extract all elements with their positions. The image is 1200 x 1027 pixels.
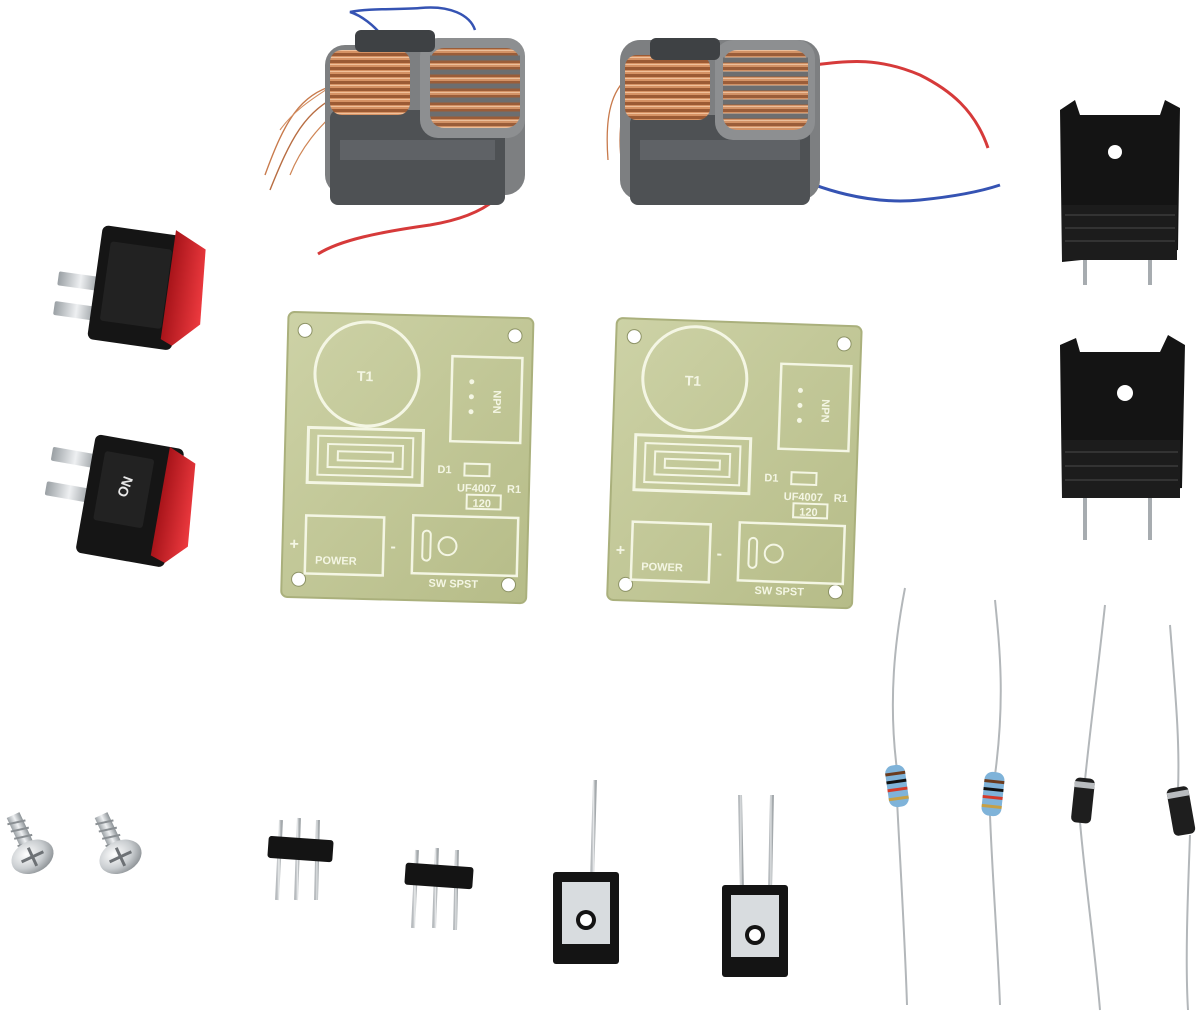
pcb-label-120-right: 120 xyxy=(799,506,818,519)
pcb-label-t1-right: T1 xyxy=(684,372,701,389)
pcb-label-npn: NPN xyxy=(490,390,503,414)
flyback-transformer-right xyxy=(606,38,1001,205)
pcb-label-r1: R1 xyxy=(507,484,521,496)
screw-2 xyxy=(94,812,142,875)
rocker-switch-bottom: ON xyxy=(44,434,196,567)
pcb-label-t1: T1 xyxy=(357,368,374,384)
pcb-label-r1-right: R1 xyxy=(834,493,848,505)
pcb-label-minus: - xyxy=(390,539,396,556)
pcb-label-120: 120 xyxy=(472,498,491,510)
pcb-label-uf4007-right: UF4007 xyxy=(784,491,824,504)
transistor-1 xyxy=(553,779,619,964)
resistor-2 xyxy=(981,599,1005,1006)
pin-header-2 xyxy=(404,847,474,931)
pcb-label-sw-spst: SW SPST xyxy=(428,578,478,591)
pin-header-1 xyxy=(267,817,334,901)
heatsink-bottom xyxy=(1060,335,1185,540)
diode-1 xyxy=(1071,604,1106,1011)
transistor-2 xyxy=(722,792,788,977)
pcb-label-plus-right: + xyxy=(615,542,625,559)
pcb-label-d1-right: D1 xyxy=(764,472,778,484)
pcb-label-d1: D1 xyxy=(437,464,451,476)
heatsink-top xyxy=(1060,100,1180,285)
pcb-board-right: T1 NPN D1 UF4007 R1 120 POWER + - SW SPS… xyxy=(606,317,863,610)
pcb-label-minus-right: - xyxy=(716,546,722,563)
pcb-label-sw-spst-right: SW SPST xyxy=(754,585,804,599)
resistor-1 xyxy=(885,587,909,1006)
pcb-label-npn-right: NPN xyxy=(818,399,831,423)
diode-2 xyxy=(1166,624,1196,1011)
pcb-label-uf4007: UF4007 xyxy=(457,482,496,495)
rocker-switch-top xyxy=(53,225,206,350)
pcb-label-power: POWER xyxy=(315,555,357,568)
pcb-board-left: T1 NPN D1 UF4007 R1 120 POWER + - SW SPS… xyxy=(280,311,535,605)
flyback-transformer-left xyxy=(264,6,525,256)
pcb-label-plus: + xyxy=(289,536,299,553)
screw-1 xyxy=(6,812,54,875)
switch-rating-text: ON xyxy=(114,474,136,499)
pcb-label-power-right: POWER xyxy=(641,561,683,574)
